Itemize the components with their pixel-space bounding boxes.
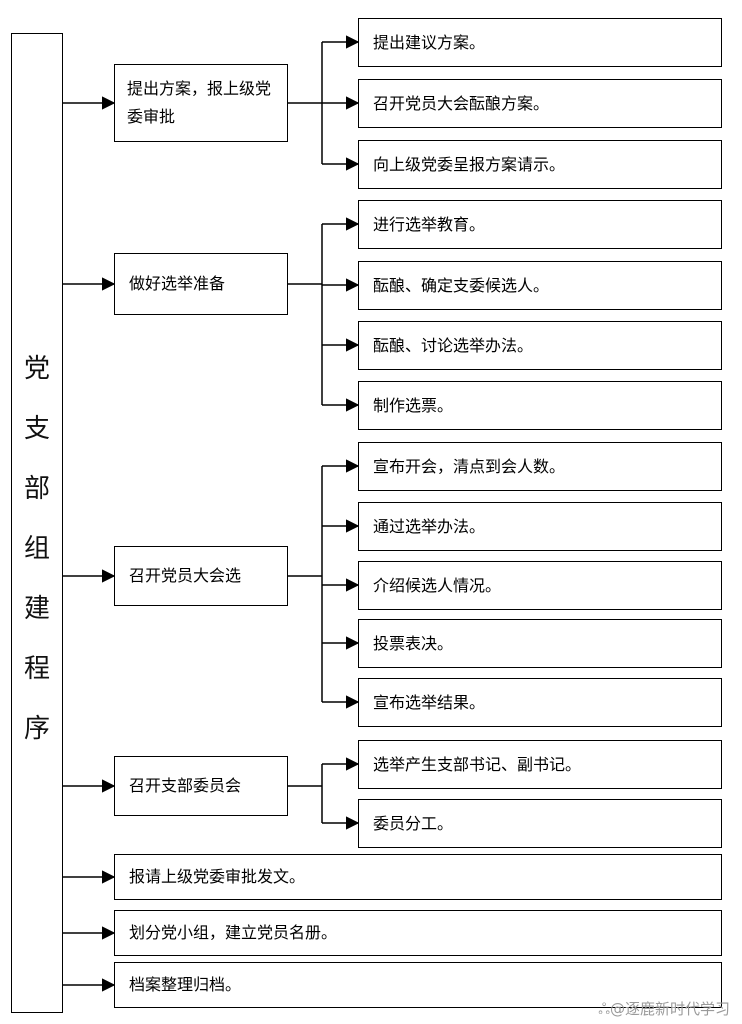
- final-step-box: 档案整理归档。: [114, 962, 722, 1008]
- group-box-election-prep: 做好选举准备: [114, 253, 288, 315]
- step-box: 召开党员大会酝酿方案。: [358, 79, 722, 128]
- step-box: 酝酿、确定支委候选人。: [358, 261, 722, 310]
- step-box: 宣布选举结果。: [358, 678, 722, 727]
- watermark: ஃ@逐鹿新时代学习: [598, 1000, 730, 1018]
- group-box-member-meeting: 召开党员大会选: [114, 546, 288, 606]
- step-box: 委员分工。: [358, 799, 722, 848]
- final-step-box: 报请上级党委审批发文。: [114, 854, 722, 900]
- step-box: 介绍候选人情况。: [358, 561, 722, 610]
- step-box: 投票表决。: [358, 619, 722, 668]
- step-box: 宣布开会，清点到会人数。: [358, 442, 722, 491]
- step-box: 通过选举办法。: [358, 502, 722, 551]
- main-title-box: 党 支 部 组 建 程 序: [11, 33, 63, 1013]
- watermark-text: 逐鹿新时代学习: [624, 1000, 730, 1018]
- step-box: 提出建议方案。: [358, 18, 722, 67]
- final-step-box: 划分党小组，建立党员名册。: [114, 910, 722, 956]
- step-box: 进行选举教育。: [358, 200, 722, 249]
- step-box: 选举产生支部书记、副书记。: [358, 740, 722, 789]
- weibo-icon: ஃ: [598, 1000, 610, 1018]
- step-box: 向上级党委呈报方案请示。: [358, 140, 722, 189]
- group-box-committee-meeting: 召开支部委员会: [114, 756, 288, 816]
- step-box: 酝酿、讨论选举办法。: [358, 321, 722, 370]
- group-box-proposal: 提出方案，报上级党委审批: [114, 64, 288, 142]
- step-box: 制作选票。: [358, 381, 722, 430]
- main-title: 党 支 部 组 建 程 序: [23, 354, 50, 744]
